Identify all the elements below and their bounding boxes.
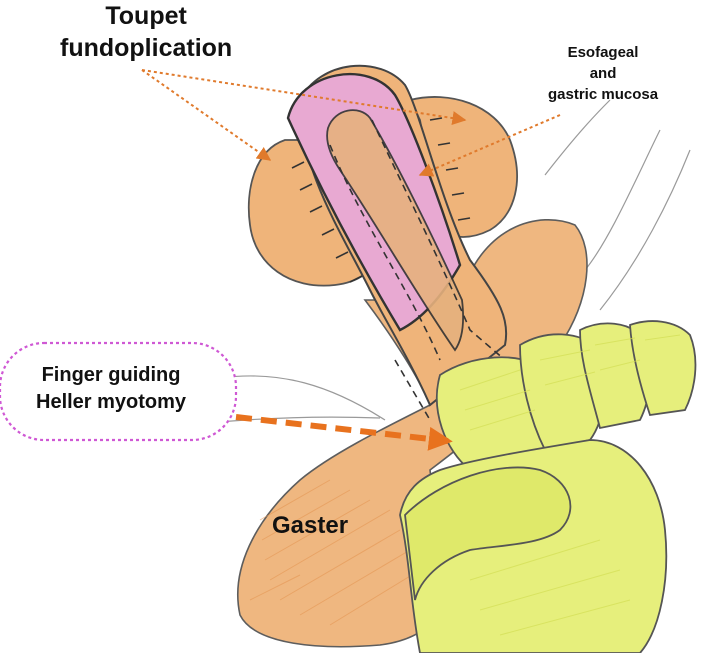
- finger-label-line1: Finger guiding: [41, 364, 181, 386]
- fist-shape: [399, 320, 697, 653]
- finger-label-bubble: [0, 341, 238, 442]
- gaster-label: Gaster: [272, 512, 349, 539]
- finger-little: [629, 320, 697, 416]
- myotomy-lines: [329, 119, 506, 421]
- finger-guiding-label: Finger guiding Heller myotomy: [36, 362, 186, 416]
- mucosa-label-line1: Esofageal: [567, 44, 639, 61]
- arrow-toupet-right: [141, 69, 467, 125]
- toupet-label-line2: fundoplication: [60, 34, 233, 62]
- mucosa-label: Esofageal and gastric mucosa: [548, 42, 658, 105]
- finger-guidance-arrow: [235, 414, 453, 451]
- mucosa-label-line3: gastric mucosa: [548, 86, 659, 103]
- arrow-toupet-left: [141, 69, 272, 161]
- thumb: [404, 466, 572, 601]
- mucosa-label-line2: and: [589, 65, 617, 82]
- suture-marks: [291, 117, 471, 283]
- toupet-label-line1: Toupet: [105, 2, 187, 30]
- gaster-texture: [249, 479, 421, 626]
- finger-shading: [459, 334, 681, 636]
- toupet-fundoplication-label: Toupet fundoplication: [60, 0, 232, 64]
- annotation-arrows: [141, 69, 561, 177]
- finger-label-line2: Heller myotomy: [36, 391, 187, 413]
- arrow-mucosa: [418, 114, 561, 177]
